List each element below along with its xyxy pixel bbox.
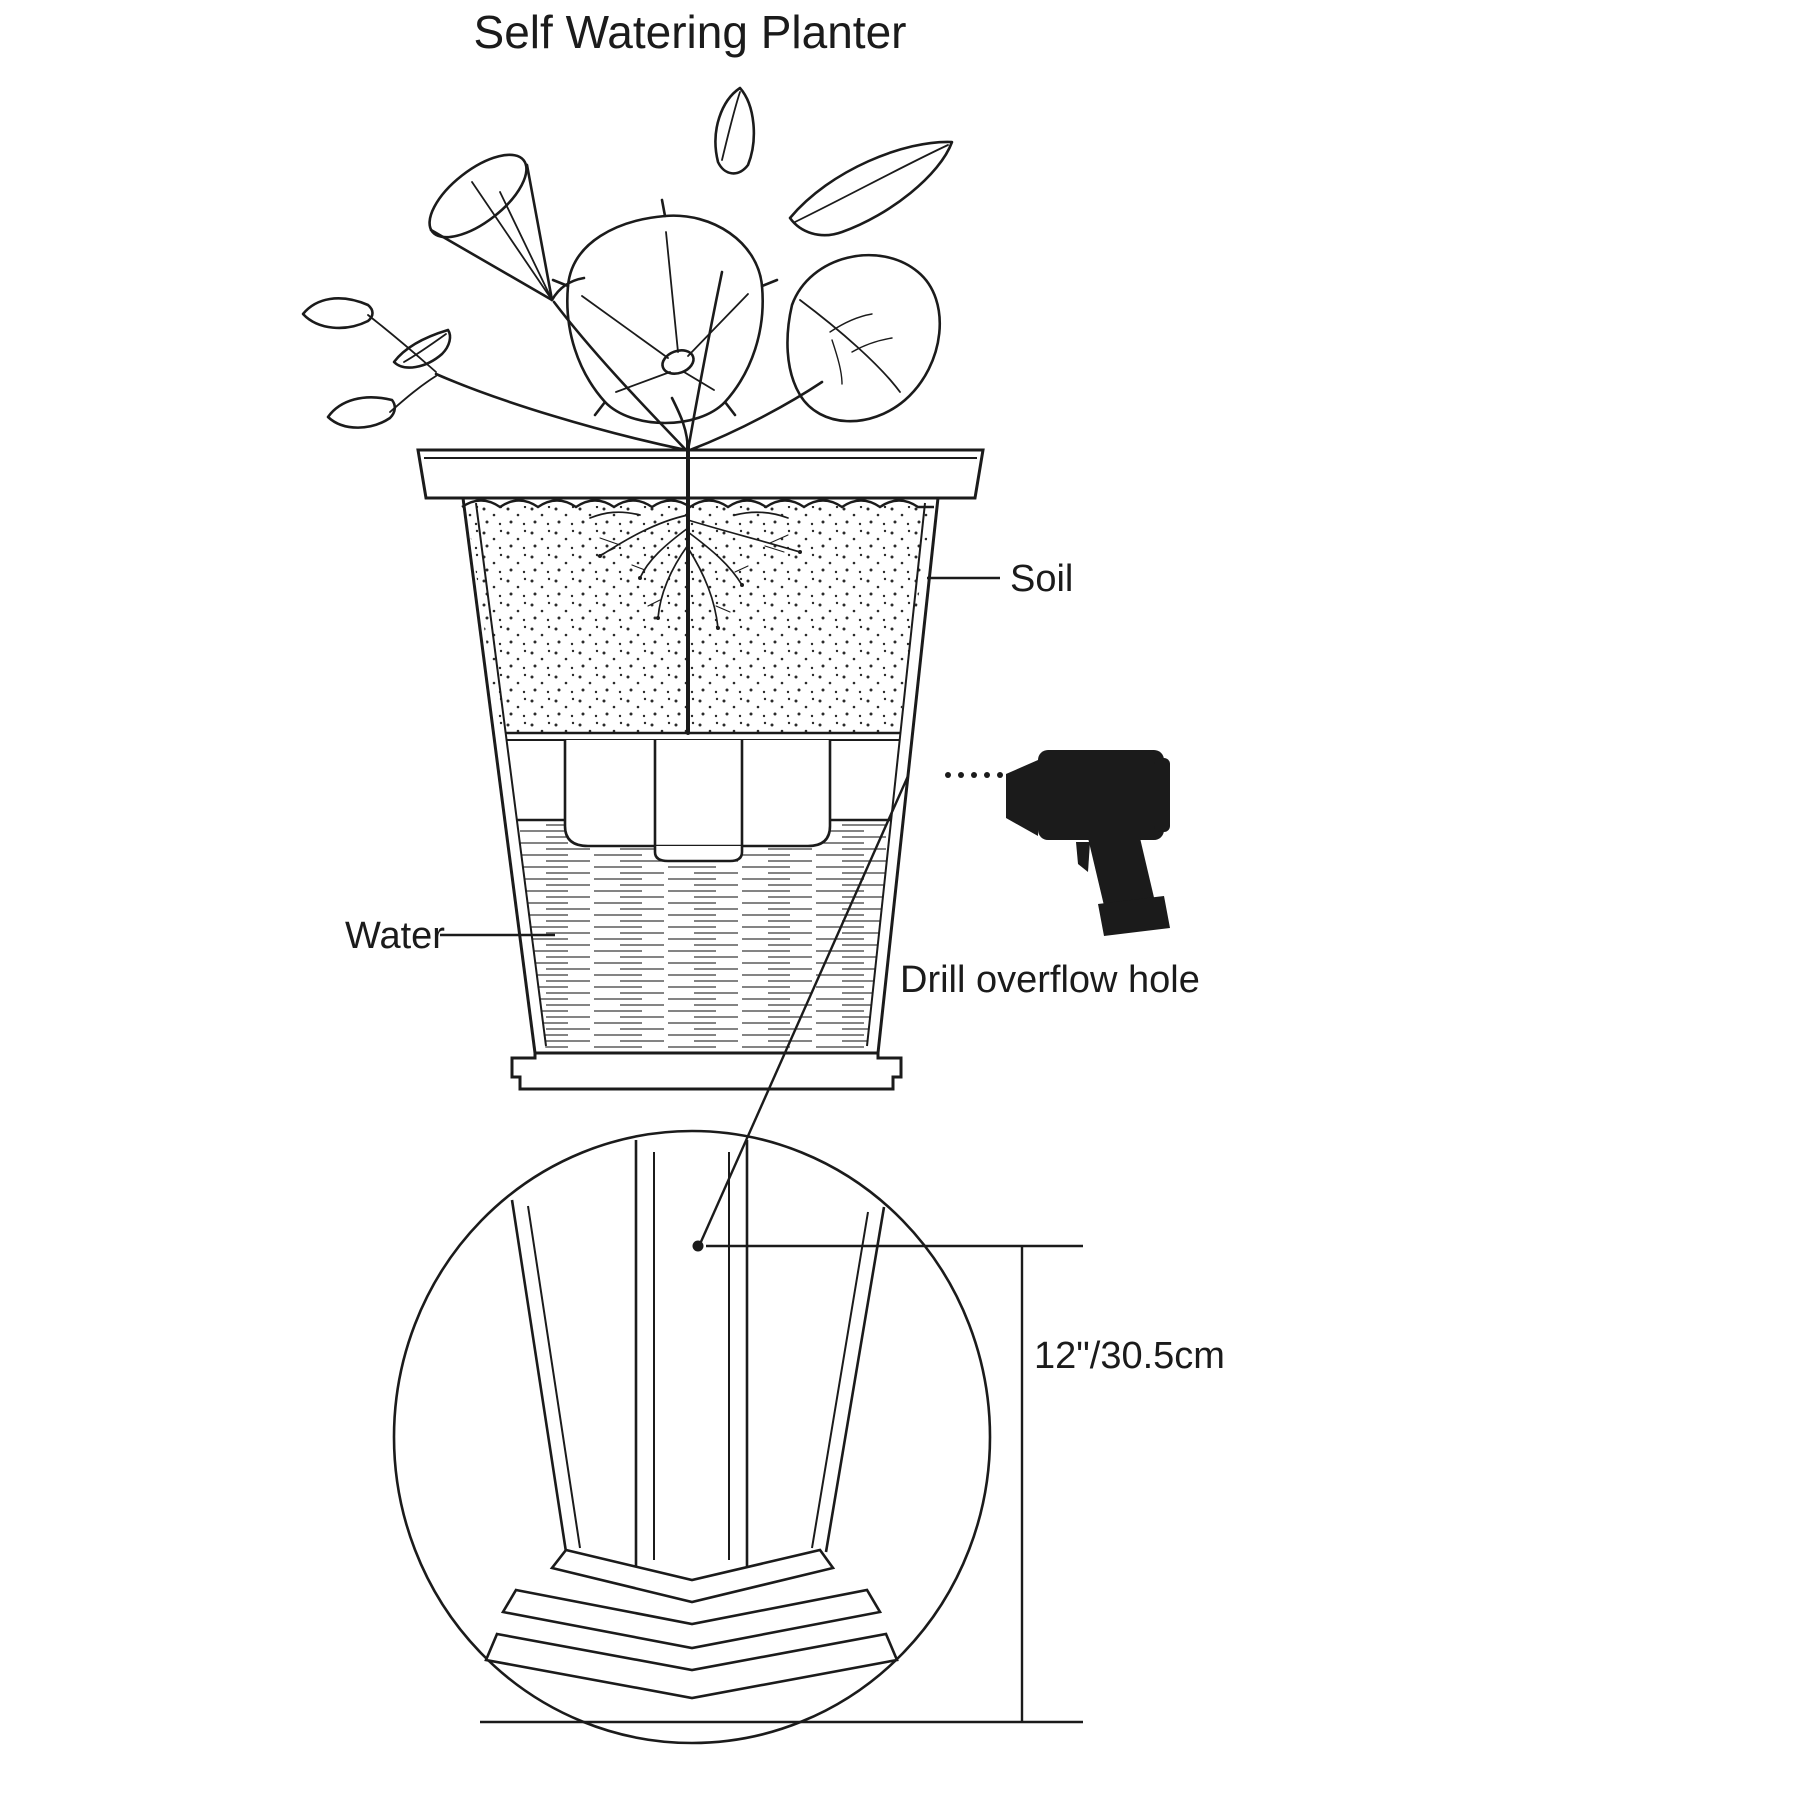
drill-instruction-label: Drill overflow hole <box>900 959 1200 1001</box>
pedestal-side-faces <box>510 1199 886 1553</box>
pedestal-column <box>634 1140 749 1566</box>
dimension-callout: 12"/30.5cm <box>480 1244 1225 1724</box>
power-drill-icon <box>1006 750 1170 936</box>
drill-leader-line <box>698 775 910 1245</box>
base-detail-view <box>392 1129 992 1745</box>
water-label: Water <box>345 915 445 957</box>
soil-callout: Soil <box>927 558 1073 600</box>
pot-walls <box>461 497 940 1055</box>
pot-base <box>510 1053 903 1091</box>
detail-ellipse <box>392 1129 992 1745</box>
pedestal-base-steps <box>484 1548 899 1700</box>
dimension-label: 12"/30.5cm <box>1034 1335 1225 1377</box>
reservoir-basket <box>563 740 832 863</box>
plant-illustration <box>301 86 954 454</box>
drill-callout: Drill overflow hole <box>698 750 1200 1245</box>
water-callout: Water <box>345 915 555 957</box>
diagram-title: Self Watering Planter <box>474 6 907 58</box>
pot-rim <box>416 448 985 500</box>
planter-pot <box>416 441 985 1091</box>
soil-label: Soil <box>1010 558 1073 600</box>
drill-bit-dots <box>945 772 1003 778</box>
overflow-hole-dot <box>692 1240 704 1252</box>
soil-section <box>461 499 934 735</box>
plant-roots <box>589 441 802 735</box>
